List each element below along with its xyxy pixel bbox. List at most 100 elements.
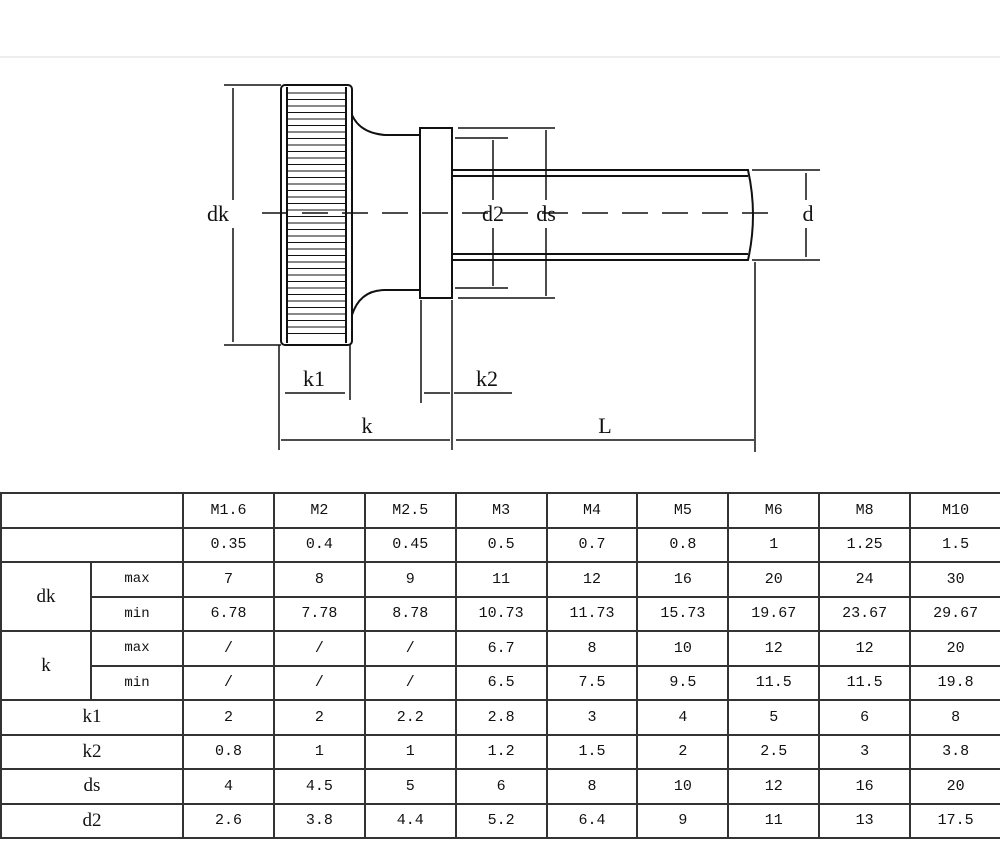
table-cell: 9.5 [636, 664, 730, 701]
table-cell: 5 [727, 699, 821, 736]
table-cell: 10 [636, 630, 730, 667]
table-cell: 7 [182, 561, 275, 598]
size-header: M3 [454, 492, 548, 529]
table-cell: 4.4 [363, 802, 457, 839]
table-cell: / [182, 664, 275, 701]
table-cell: 11.5 [727, 664, 821, 701]
table-cell: 19.8 [909, 664, 1000, 701]
table-cell: 8 [545, 768, 639, 805]
row-label-k2: k2 [0, 733, 184, 770]
table-cell: 17.5 [909, 802, 1000, 839]
table-cell: 6 [454, 768, 548, 805]
sub-label-min: min [90, 595, 184, 632]
table-cell: / [272, 630, 366, 667]
table-cell: 8 [545, 630, 639, 667]
table-cell: 11.5 [818, 664, 912, 701]
table-cell: 2 [272, 699, 366, 736]
table-cell: / [182, 630, 275, 667]
size-header: M2.5 [363, 492, 457, 529]
label-k: k [362, 413, 373, 438]
table-cell: 11 [454, 561, 548, 598]
sub-label-max: max [90, 561, 184, 598]
table-cell: 12 [545, 561, 639, 598]
table-cell: 1.2 [454, 733, 548, 770]
table-cell: 19.67 [727, 595, 821, 632]
row-label-k: k [0, 630, 92, 701]
row-label-k1: k1 [0, 699, 184, 736]
table-cell: 9 [636, 802, 730, 839]
table-cell: 1 [272, 733, 366, 770]
table-cell: 3 [818, 733, 912, 770]
size-header: M1.6 [182, 492, 275, 529]
table-cell: 6.5 [454, 664, 548, 701]
table-cell: 2.2 [363, 699, 457, 736]
shank [452, 169, 754, 261]
table-cell: 16 [636, 561, 730, 598]
size-header: M2 [272, 492, 366, 529]
table-cell: 7.5 [545, 664, 639, 701]
size-header: M6 [727, 492, 821, 529]
size-header: M4 [545, 492, 639, 529]
table-cell: 6 [818, 699, 912, 736]
table-cell: 23.67 [818, 595, 912, 632]
table-cell: 30 [909, 561, 1000, 598]
label-L: L [598, 413, 611, 438]
table-cell: 0.5 [454, 526, 548, 563]
neck [351, 114, 420, 316]
size-header: M5 [636, 492, 730, 529]
collar [419, 127, 453, 299]
table-cell: 15.73 [636, 595, 730, 632]
blank-cell [0, 492, 184, 529]
table-cell: 4 [182, 768, 275, 805]
blank-cell [0, 526, 184, 563]
label-dk: dk [207, 201, 229, 226]
table-cell: 5 [363, 768, 457, 805]
table-cell: 1 [363, 733, 457, 770]
label-k1: k1 [303, 366, 325, 391]
table-cell: 13 [818, 802, 912, 839]
table-cell: 0.4 [272, 526, 366, 563]
label-ds: ds [536, 201, 556, 226]
table-cell: 7.78 [272, 595, 366, 632]
table-cell: 11.73 [545, 595, 639, 632]
table-cell: / [363, 630, 457, 667]
table-cell: 8 [909, 699, 1000, 736]
label-d2: d2 [482, 201, 504, 226]
table-cell: 24 [818, 561, 912, 598]
table-cell: 29.67 [909, 595, 1000, 632]
table-cell: 1.25 [818, 526, 912, 563]
table-cell: 8 [272, 561, 366, 598]
table-cell: 12 [727, 630, 821, 667]
table-cell: 6.78 [182, 595, 275, 632]
table-cell: 10.73 [454, 595, 548, 632]
table-cell: 2 [636, 733, 730, 770]
sub-label-min: min [90, 664, 184, 701]
table-cell: 12 [727, 768, 821, 805]
table-cell: 20 [727, 561, 821, 598]
table-cell: 3.8 [909, 733, 1000, 770]
row-label-dk: dk [0, 561, 92, 632]
table-cell: 1 [727, 526, 821, 563]
table-cell: 20 [909, 768, 1000, 805]
row-label-d2: d2 [0, 802, 184, 839]
table-cell: 0.8 [636, 526, 730, 563]
table-cell: 10 [636, 768, 730, 805]
table-cell: 2 [182, 699, 275, 736]
table-cell: 2.8 [454, 699, 548, 736]
table-cell: 2.5 [727, 733, 821, 770]
table-cell: 8.78 [363, 595, 457, 632]
table-cell: 0.45 [363, 526, 457, 563]
size-header: M8 [818, 492, 912, 529]
table-cell: 6.4 [545, 802, 639, 839]
table-cell: 1.5 [909, 526, 1000, 563]
table-cell: 12 [818, 630, 912, 667]
label-k2: k2 [476, 366, 498, 391]
table-cell: / [272, 664, 366, 701]
table-cell: 0.35 [182, 526, 275, 563]
